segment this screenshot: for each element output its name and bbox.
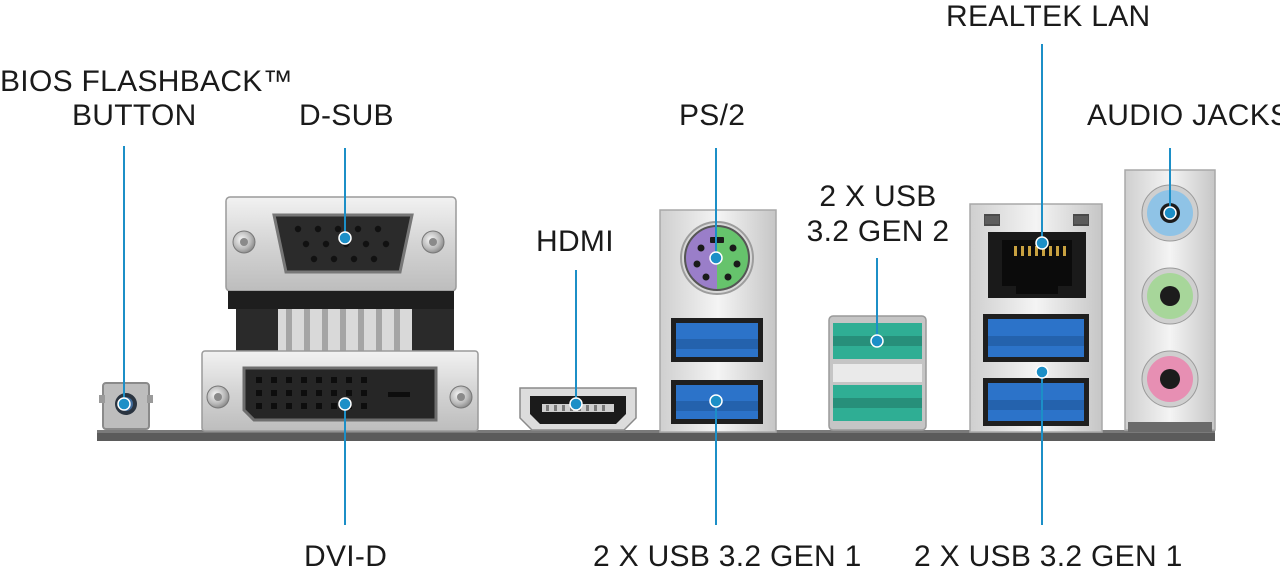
label-hdmi: HDMI <box>536 225 614 258</box>
label-bios-flashback-line2: BUTTON <box>72 99 197 132</box>
leader-bios-dot <box>117 397 131 411</box>
audio-jacks <box>1124 169 1216 432</box>
usb-gen2-stack <box>828 315 927 431</box>
leader-ps2-dot <box>709 251 723 265</box>
leader-hdmi-dot <box>569 397 583 411</box>
board-edge <box>97 432 1215 441</box>
label-ps2: PS/2 <box>679 99 746 132</box>
lan-usb-stack <box>969 203 1103 433</box>
leader-lan-dot <box>1035 236 1049 250</box>
label-d-sub: D-SUB <box>299 99 394 132</box>
d-sub-connector <box>225 196 457 351</box>
label-bios-flashback-line1: BIOS FLASHBACK™ <box>0 65 293 98</box>
label-realtek-lan: REALTEK LAN <box>946 0 1151 33</box>
label-usb-gen2-line1: 2 X USB <box>819 180 937 213</box>
dvi-d-connector <box>201 350 479 432</box>
ps2-usb-stack <box>659 209 777 433</box>
leader-audio-dot <box>1163 206 1177 220</box>
leader-usb-gen1-l-dot <box>709 394 723 408</box>
leader-dsub-dot <box>338 231 352 245</box>
leader-usb-gen1-r-dot <box>1035 365 1049 379</box>
label-usb-gen2-line2: 3.2 GEN 2 <box>806 215 950 248</box>
label-usb-gen1-right: 2 X USB 3.2 GEN 1 <box>914 540 1183 573</box>
leader-lines <box>117 44 1177 525</box>
leader-usb-gen2-dot <box>870 334 884 348</box>
leader-dvid-dot <box>338 397 352 411</box>
label-usb-gen1-left: 2 X USB 3.2 GEN 1 <box>593 540 862 573</box>
label-audio-jacks: AUDIO JACKS <box>1087 99 1280 132</box>
label-dvi-d: DVI-D <box>304 540 388 573</box>
